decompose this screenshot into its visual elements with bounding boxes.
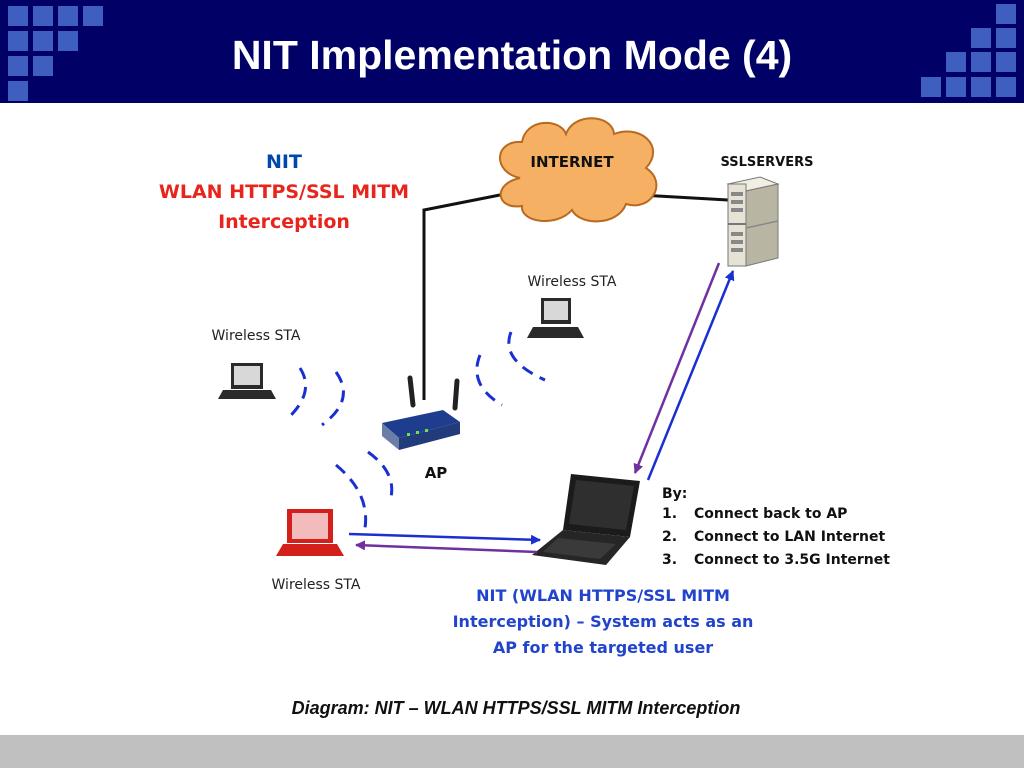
header-decoration-square [996, 77, 1016, 97]
header-decoration-square [8, 6, 28, 26]
heading-line-wlan: WLAN HTTPS/SSL MITM [159, 181, 409, 203]
slide-footer-bar [0, 735, 1024, 768]
internet-server-cable [639, 193, 729, 202]
by-list-num: 2. [662, 529, 677, 545]
ssl-server-icon [726, 176, 780, 267]
nit-note-line: Interception) – System acts as an [453, 612, 754, 631]
header-decoration-square [946, 52, 966, 72]
ap-label: AP [425, 464, 448, 482]
by-list-item: Connect to LAN Internet [694, 529, 885, 545]
header-decoration-square [971, 52, 991, 72]
header-decoration-square [946, 77, 966, 97]
arrow-nit-to-target [355, 540, 538, 554]
by-list: By: 1. Connect back to AP 2. Connect to … [662, 486, 890, 568]
header-decoration-square [8, 31, 28, 51]
header-decoration-square [971, 28, 991, 48]
servers-label: SSLSERVERS [721, 155, 814, 170]
by-list-num: 3. [662, 552, 677, 568]
header-decoration-square [971, 77, 991, 97]
header-decoration-square [33, 6, 53, 26]
heading-line-nit: NIT [266, 151, 302, 173]
diagram-caption: Diagram: NIT – WLAN HTTPS/SSL MITM Inter… [292, 698, 741, 718]
nit-laptop-icon [532, 474, 640, 565]
target-laptop-icon [276, 509, 344, 556]
arrow-target-to-nit [348, 532, 541, 545]
heading-line-interception: Interception [218, 211, 350, 233]
slide-header: NIT Implementation Mode (4) [0, 0, 1024, 103]
network-diagram: NIT WLAN HTTPS/SSL MITM Interception INT… [159, 117, 890, 718]
slide-title: NIT Implementation Mode (4) [231, 32, 793, 78]
diagram-heading: NIT WLAN HTTPS/SSL MITM Interception [159, 151, 409, 233]
header-decoration-square [921, 77, 941, 97]
sta-top-label: Wireless STA [528, 274, 617, 290]
header-decoration-square [996, 4, 1016, 24]
arrow-servers-to-nit [633, 262, 721, 474]
header-decoration-square [58, 31, 78, 51]
header-decoration-square [8, 81, 28, 101]
nit-note-line: AP for the targeted user [493, 638, 713, 657]
header-decoration-square [83, 6, 103, 26]
laptop-icon-top [527, 298, 584, 338]
sta-left-label: Wireless STA [212, 328, 301, 344]
nit-note-line: NIT (WLAN HTTPS/SSL MITM [476, 586, 730, 605]
by-list-item: Connect to 3.5G Internet [694, 552, 890, 568]
wifi-signal-waves [284, 331, 546, 529]
by-list-item: Connect back to AP [694, 506, 847, 522]
access-point-router-icon [382, 375, 460, 450]
header-decoration-square [58, 6, 78, 26]
internet-cloud: INTERNET [499, 117, 658, 223]
arrow-nit-to-servers [646, 270, 735, 481]
laptop-icon-left [218, 363, 276, 399]
sta-target-label: Wireless STA [272, 577, 361, 593]
by-list-num: 1. [662, 506, 677, 522]
header-decoration-square [33, 31, 53, 51]
header-decoration-square [33, 56, 53, 76]
internet-label: INTERNET [530, 153, 614, 171]
header-decoration-square [996, 52, 1016, 72]
header-decoration-square [996, 28, 1016, 48]
ap-internet-cable [422, 192, 506, 400]
header-decoration-square [8, 56, 28, 76]
nit-note: NIT (WLAN HTTPS/SSL MITM Interception) –… [453, 586, 754, 657]
by-list-title: By: [662, 486, 687, 502]
